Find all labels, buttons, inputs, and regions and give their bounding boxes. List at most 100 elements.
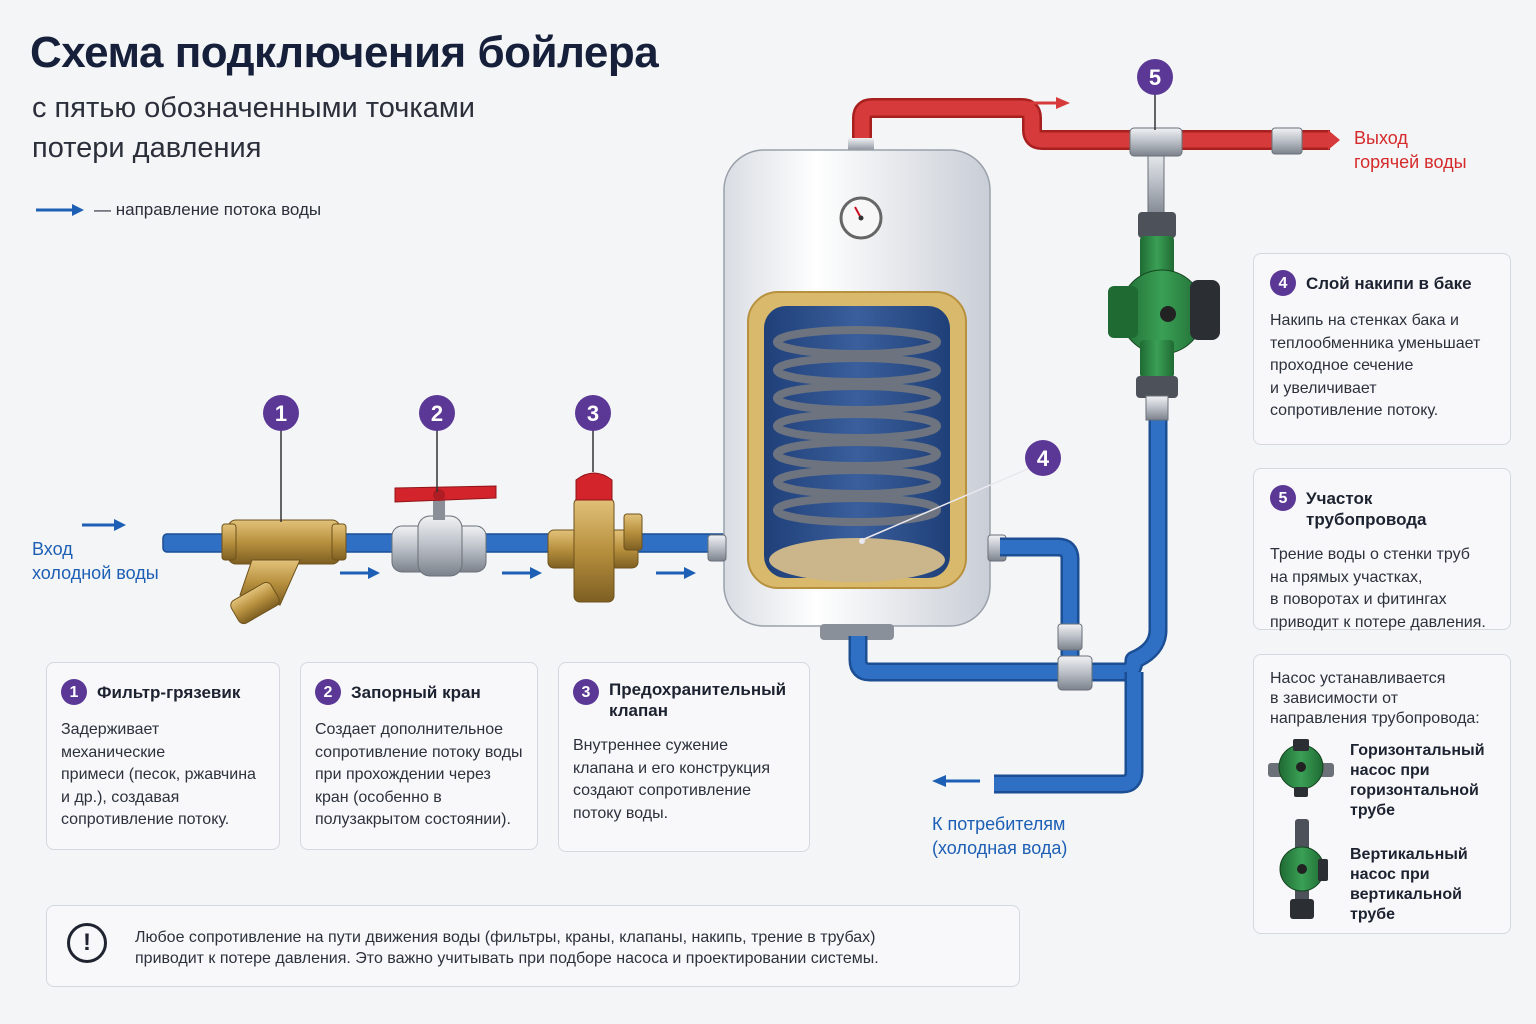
circulation-pump (1108, 127, 1220, 421)
boiler-tank (707, 138, 1007, 640)
card-pipeline-title: Участок трубопровода (1306, 489, 1427, 529)
card-valve-line: кран (особенно в (315, 788, 442, 806)
card-filter: 1 Фильтр-грязевик Задерживает механическ… (46, 662, 280, 850)
marker-3: 3 (575, 395, 611, 472)
card-safety-valve-title-line-1: Предохранительный (609, 680, 787, 699)
card-valve-body: Создает дополнительное сопротивление пот… (315, 719, 523, 832)
cold-inlet-line-1: Вход (32, 539, 73, 559)
subtitle-line-1: с пятью обозначенными точками (32, 92, 475, 124)
warning-note-line-2: приводит к потере давления. Это важно уч… (135, 950, 879, 967)
card-filter-body: Задерживает механические примеси (песок,… (61, 719, 265, 832)
card-valve-line: Создает дополнительное (315, 721, 504, 738)
card-scale-body: Накипь на стенках бака и теплообменника … (1270, 310, 1494, 423)
card-safety-valve-header: 3 Предохранительный клапан (573, 679, 795, 721)
card-filter-line: Задерживает механические (61, 721, 166, 761)
card-pipeline-badge: 5 (1270, 485, 1296, 511)
flow-arrow-1 (340, 567, 380, 579)
warning-note: ! Любое сопротивление на пути движения в… (46, 905, 1020, 987)
vertical-pump-label: Вертикальный насос при вертикальной труб… (1350, 845, 1500, 925)
flow-arrow-inlet-top (82, 519, 126, 531)
horizontal-pump-line: горизонтальной (1350, 782, 1479, 799)
card-scale-badge: 4 (1270, 270, 1296, 296)
card-filter-badge: 1 (61, 679, 87, 705)
page-title: Схема подключения бойлера (30, 28, 659, 77)
pump-info-intro-line: Насос устанавливается (1270, 670, 1446, 687)
tee-fitting (1057, 623, 1093, 691)
hot-outlet-line-2: горячей воды (1354, 152, 1467, 172)
card-safety-valve-title: Предохранительный клапан (609, 679, 786, 721)
exclamation-icon: ! (67, 923, 107, 963)
vertical-pump-line: насос при (1350, 866, 1430, 883)
marker-3-label: 3 (587, 401, 599, 426)
card-valve-line: при прохождении через (315, 766, 491, 783)
flow-arrow-2 (502, 567, 542, 579)
card-valve: 2 Запорный кран Создает дополнительное с… (300, 662, 538, 850)
hot-water-pipe (852, 97, 1340, 155)
vertical-pump-icon (1279, 819, 1328, 919)
horizontal-pump-label: Горизонтальный насос при горизонтальной … (1350, 741, 1500, 821)
flow-arrow-3 (656, 567, 696, 579)
card-pipeline: 5 Участок трубопровода Трение воды о сте… (1253, 468, 1511, 631)
card-safety-valve-line: клапана и его конструкция (573, 759, 770, 777)
horizontal-pump-line: насос при (1350, 762, 1430, 779)
card-pipeline-line: приводит к потере давления. (1270, 613, 1486, 631)
consumers-label: К потребителям (холодная вода) (932, 812, 1067, 860)
pump-info-intro-line: направления трубопровода: (1270, 710, 1480, 727)
card-safety-valve-line: Внутреннее сужение (573, 737, 728, 754)
card-scale-line: проходное сечение (1270, 357, 1414, 374)
card-scale-title: Слой накипи в баке (1306, 274, 1472, 293)
warning-note-line-1: Любое сопротивление на пути движения вод… (135, 929, 876, 946)
card-scale-line: и увеличивает (1270, 379, 1377, 397)
card-safety-valve-body: Внутреннее сужение клапана и его констру… (573, 735, 795, 825)
card-filter-line: и др.), создавая (61, 788, 180, 806)
pump-info-intro-line: в зависимости от (1270, 690, 1399, 707)
ball-valve (391, 485, 497, 577)
card-safety-valve-line: создают сопротивление (573, 782, 752, 799)
pump-info-intro: Насос устанавливается в зависимости от н… (1270, 669, 1480, 729)
page-subtitle: с пятью обозначенными точками потери дав… (32, 88, 552, 168)
card-scale-line: теплообменника уменьшает (1270, 334, 1481, 352)
horizontal-pump-line: Горизонтальный (1350, 742, 1485, 759)
card-filter-line: примеси (песок, ржавчина (61, 766, 256, 783)
consumers-line-2: (холодная вода) (932, 838, 1068, 858)
card-valve-line: полузакрытом состоянии). (315, 811, 511, 828)
card-scale-line: сопротивление потоку. (1270, 402, 1439, 419)
safety-valve (547, 472, 643, 603)
card-safety-valve: 3 Предохранительный клапан Внутреннее су… (558, 662, 810, 852)
card-filter-line: сопротивление потоку. (61, 811, 230, 828)
inlet-flow-arrows (82, 519, 696, 579)
subtitle-line-2: потери давления (32, 132, 262, 164)
heat-exchanger-coil (773, 326, 941, 526)
card-valve-badge: 2 (315, 679, 341, 705)
cold-inlet-label: Вход холодной воды (32, 537, 159, 585)
card-pipeline-header: 5 Участок трубопровода (1270, 485, 1494, 530)
card-safety-valve-badge: 3 (573, 679, 599, 705)
hot-outlet-line-1: Выход (1354, 128, 1408, 148)
warning-note-text: Любое сопротивление на пути движения вод… (135, 927, 879, 969)
consumer-flow-arrow (932, 775, 980, 787)
hot-outlet-label: Выход горячей воды (1354, 126, 1467, 174)
flow-arrow-icon (36, 204, 84, 216)
flow-legend: — направление потока воды (34, 200, 321, 220)
mud-filter (221, 519, 347, 625)
card-scale-line: Накипь на стенках бака и (1270, 312, 1459, 329)
marker-5: 5 (1137, 59, 1173, 130)
legend-text: — направление потока воды (94, 200, 322, 219)
card-valve-line: сопротивление потоку воды (315, 743, 523, 761)
card-scale: 4 Слой накипи в баке Накипь на стенках б… (1253, 253, 1511, 445)
consumers-line-1: К потребителям (932, 814, 1066, 834)
horizontal-pump-line: трубе (1350, 802, 1396, 819)
marker-4-label: 4 (1037, 446, 1050, 471)
card-pipeline-line: Трение воды о стенки труб (1270, 546, 1470, 563)
marker-4: 4 (859, 440, 1061, 544)
marker-1-label: 1 (275, 401, 287, 426)
card-filter-header: 1 Фильтр-грязевик (61, 679, 265, 705)
card-pipeline-line: на прямых участках, (1270, 568, 1423, 586)
card-pipeline-body: Трение воды о стенки труб на прямых учас… (1270, 544, 1494, 634)
marker-2-label: 2 (431, 401, 443, 426)
vertical-pump-line: трубе (1350, 906, 1396, 923)
card-safety-valve-title-line-2: клапан (609, 701, 668, 720)
horizontal-pump-icon (1268, 739, 1334, 797)
vertical-pump-line: Вертикальный (1350, 846, 1468, 863)
card-scale-header: 4 Слой накипи в баке (1270, 270, 1494, 296)
